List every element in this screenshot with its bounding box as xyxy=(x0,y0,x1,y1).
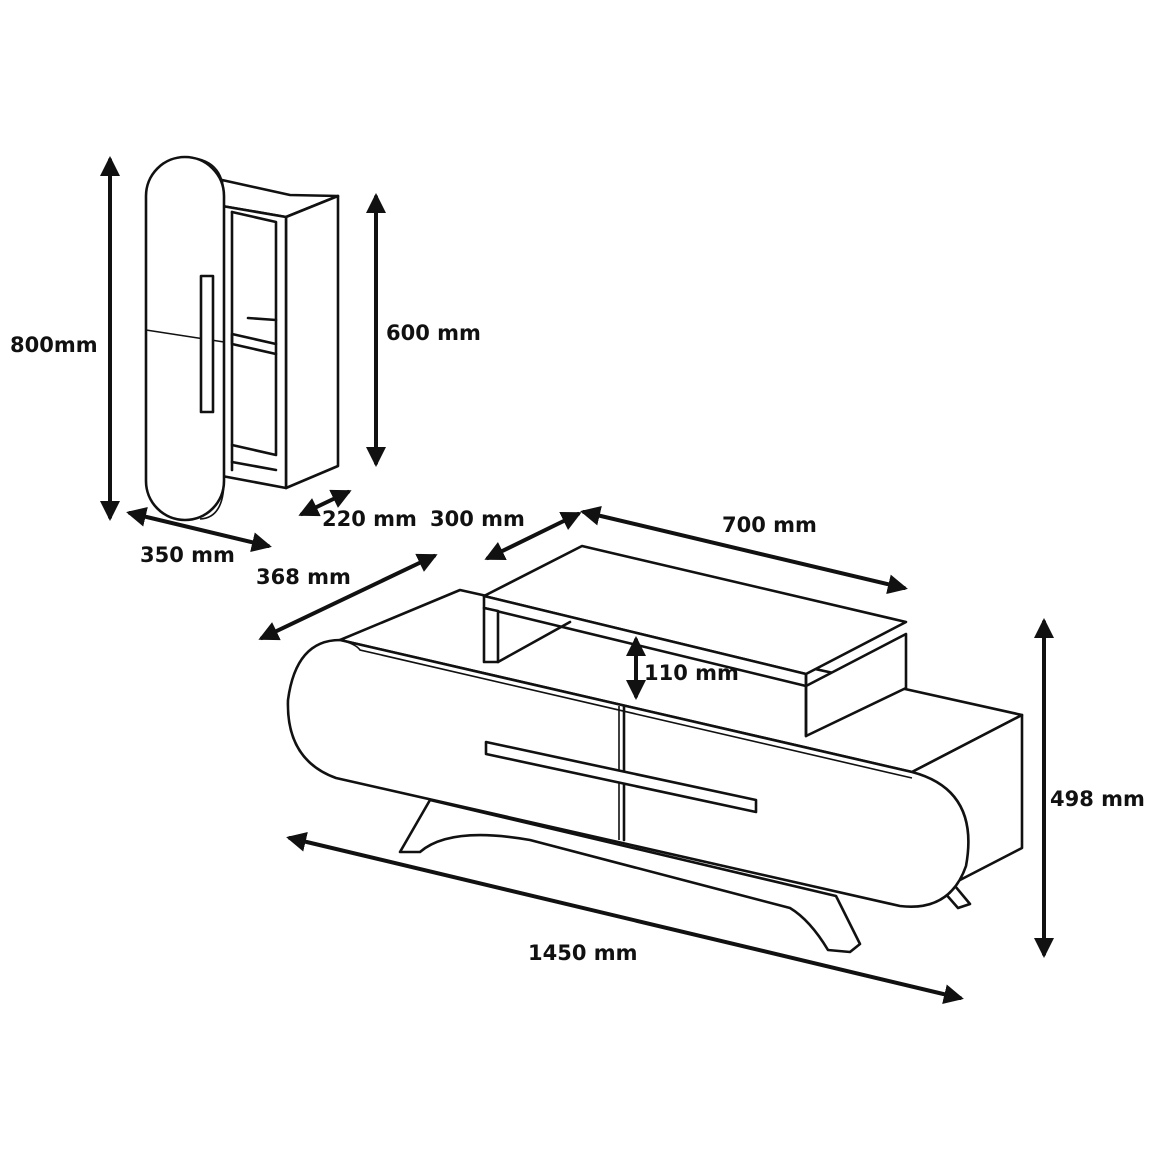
dim-arrow-700 xyxy=(580,505,908,595)
tv-unit-handle xyxy=(484,740,758,814)
dim-arrow-1450 xyxy=(286,831,964,1005)
cabinet-shelf xyxy=(230,332,278,356)
cabinet-door-handle xyxy=(199,274,215,414)
label-600: 600 mm xyxy=(386,321,481,345)
dim-arrow-220 xyxy=(298,489,352,517)
cabinet-body-side xyxy=(284,194,340,490)
label-800: 800mm xyxy=(10,333,98,357)
tv-unit-drawing xyxy=(286,544,1024,954)
dim-arrow-300 xyxy=(484,512,582,560)
cabinet-bottom xyxy=(230,460,278,472)
label-368: 368 mm xyxy=(256,565,351,589)
label-350: 350 mm xyxy=(140,543,235,567)
label-700: 700 mm xyxy=(722,513,817,537)
label-1450: 1450 mm xyxy=(528,941,638,965)
label-220: 220 mm xyxy=(322,507,417,531)
label-498: 498 mm xyxy=(1050,787,1145,811)
label-300: 300 mm xyxy=(430,507,525,531)
top-shelf-left-leg xyxy=(482,606,500,664)
cabinet-inner-back xyxy=(230,210,278,457)
wall-cabinet-drawing xyxy=(144,155,340,522)
tv-unit-front-edge xyxy=(339,639,913,779)
cabinet-shelf-back xyxy=(246,316,278,322)
label-110: 110 mm xyxy=(644,661,739,685)
dim-arrow-368 xyxy=(258,553,438,641)
dim-arrow-350 xyxy=(126,506,272,553)
top-shelf-inner-edge xyxy=(496,620,572,664)
